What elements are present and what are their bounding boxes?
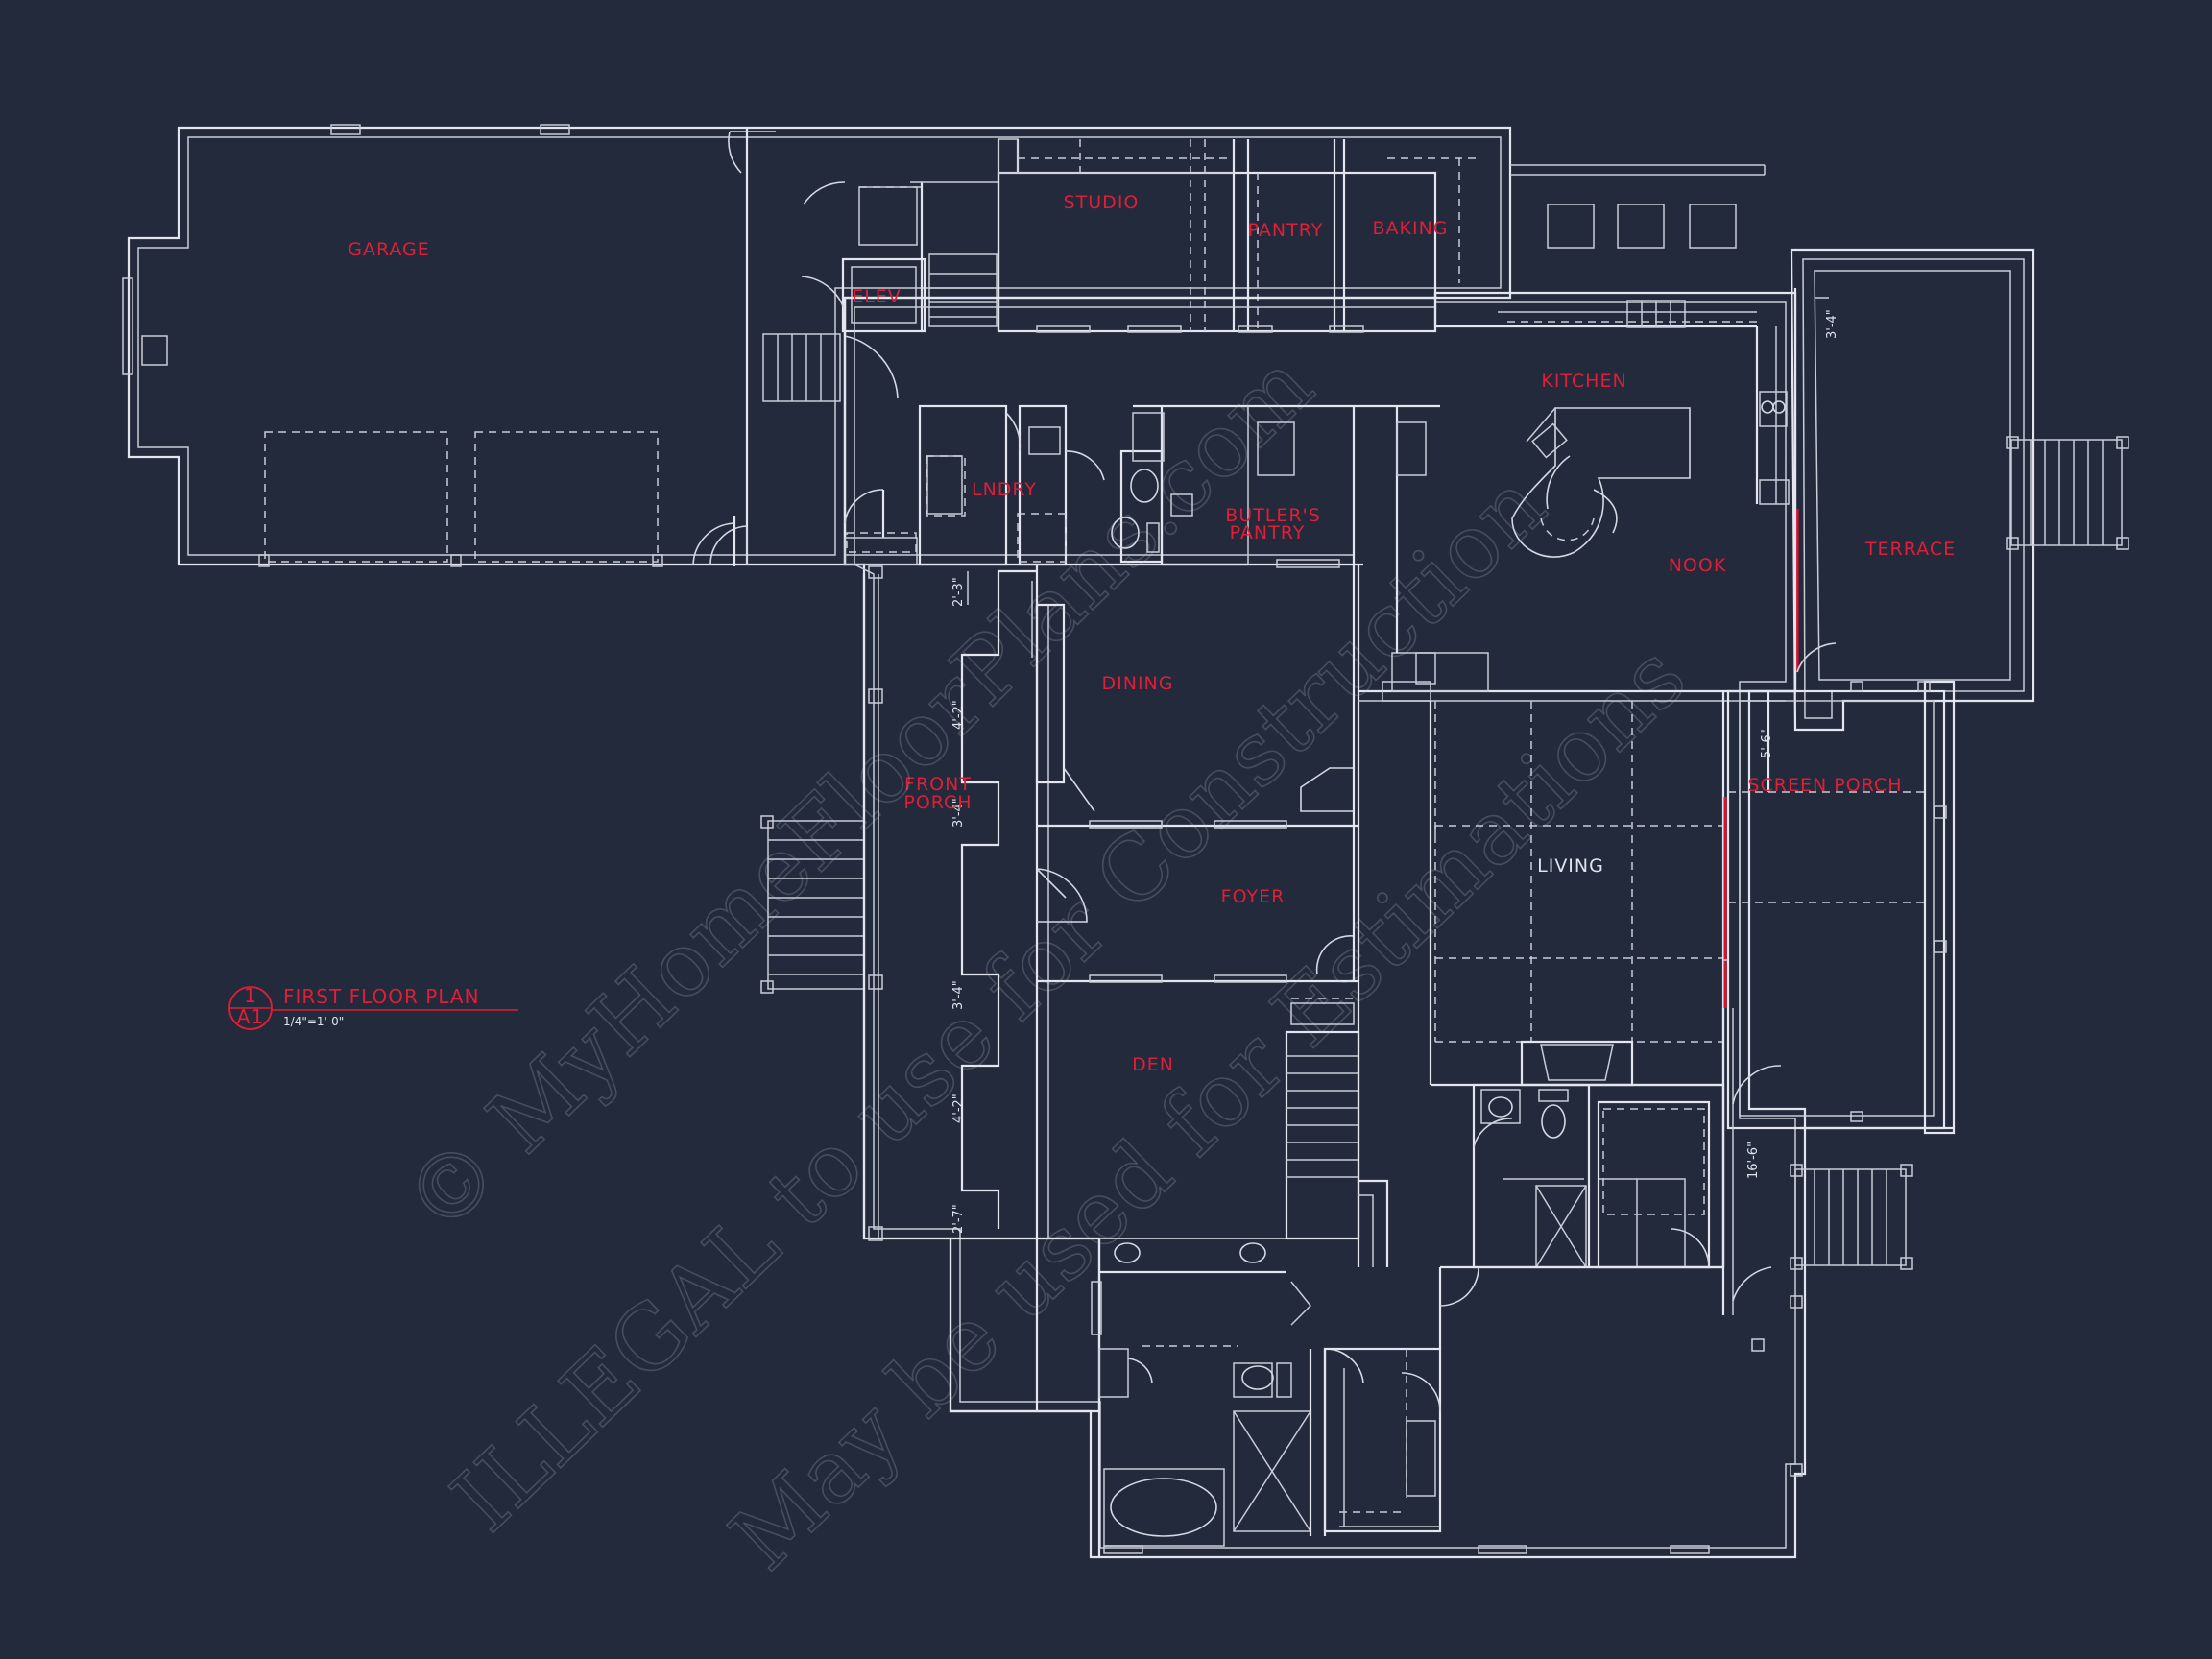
room-label-baking: BAKING (1372, 218, 1448, 239)
dimensions: 2'-3" 4'-2" 3'-4" 3'-4" 4'-2" 2'-7" 3'-4… (951, 309, 1839, 1234)
terrace (1790, 248, 2129, 732)
room-label-kitchen: KITCHEN (1541, 371, 1626, 392)
dimension-d3: 3'-4" (951, 798, 966, 828)
room-label-den: DEN (1132, 1054, 1174, 1075)
screen-porch (1723, 680, 1956, 1135)
title-text: FIRST FLOOR PLAN (283, 985, 480, 1008)
title-scale: 1/4"=1'-0" (283, 1015, 344, 1028)
dimension-d6: 2'-7" (951, 1204, 966, 1234)
dimension-d9: 16'-6" (1746, 1142, 1761, 1179)
room-label-foyer: FOYER (1221, 886, 1286, 907)
room-label-living: LIVING (1537, 855, 1604, 877)
room-label-dining: DINING (1102, 673, 1174, 694)
studio-pantry-baking (997, 138, 1479, 333)
room-label-garage: GARAGE (348, 239, 430, 260)
room-label-studio: STUDIO (1064, 192, 1140, 213)
dimension-d5: 4'-2" (951, 1094, 966, 1123)
master-bath-wing (949, 1237, 1803, 1557)
dimension-d1: 2'-3" (951, 577, 966, 607)
room-label-front-porch-1: FRONT (904, 774, 972, 795)
room-label-lndry: LNDRY (972, 479, 1037, 500)
dimension-d8: 5'-6" (1760, 729, 1774, 758)
room-label-elev: ELEV (852, 286, 902, 307)
room-label-butlers-pantry-1: BUTLER'S (1225, 505, 1321, 526)
room-label-screen-porch: SCREEN PORCH (1747, 775, 1902, 796)
kitchen (1433, 293, 1790, 558)
room-label-front-porch-2: PORCH (903, 792, 972, 813)
title-number: 1 (244, 984, 257, 1007)
room-label-butlers-pantry-2: PANTRY (1230, 522, 1306, 543)
central-rooms (760, 565, 1389, 1411)
title-block: 1 A1 FIRST FLOOR PLAN 1/4"=1'-0" (228, 984, 518, 1030)
dimension-d7: 3'-4" (1825, 309, 1839, 339)
dimension-d4: 3'-4" (951, 980, 966, 1010)
title-sheet: A1 (237, 1005, 264, 1028)
dimension-d2: 4'-2" (951, 700, 966, 730)
room-labels: GARAGE ELEV STUDIO PANTRY BAKING KITCHEN… (348, 192, 1956, 1075)
laundry-butler-row (844, 404, 1440, 568)
powder-bath-cluster (1472, 1083, 1725, 1269)
room-label-terrace: TERRACE (1864, 539, 1956, 560)
room-label-pantry: PANTRY (1248, 220, 1324, 241)
room-label-nook: NOOK (1669, 555, 1727, 576)
vent-blocks (1510, 164, 1766, 249)
